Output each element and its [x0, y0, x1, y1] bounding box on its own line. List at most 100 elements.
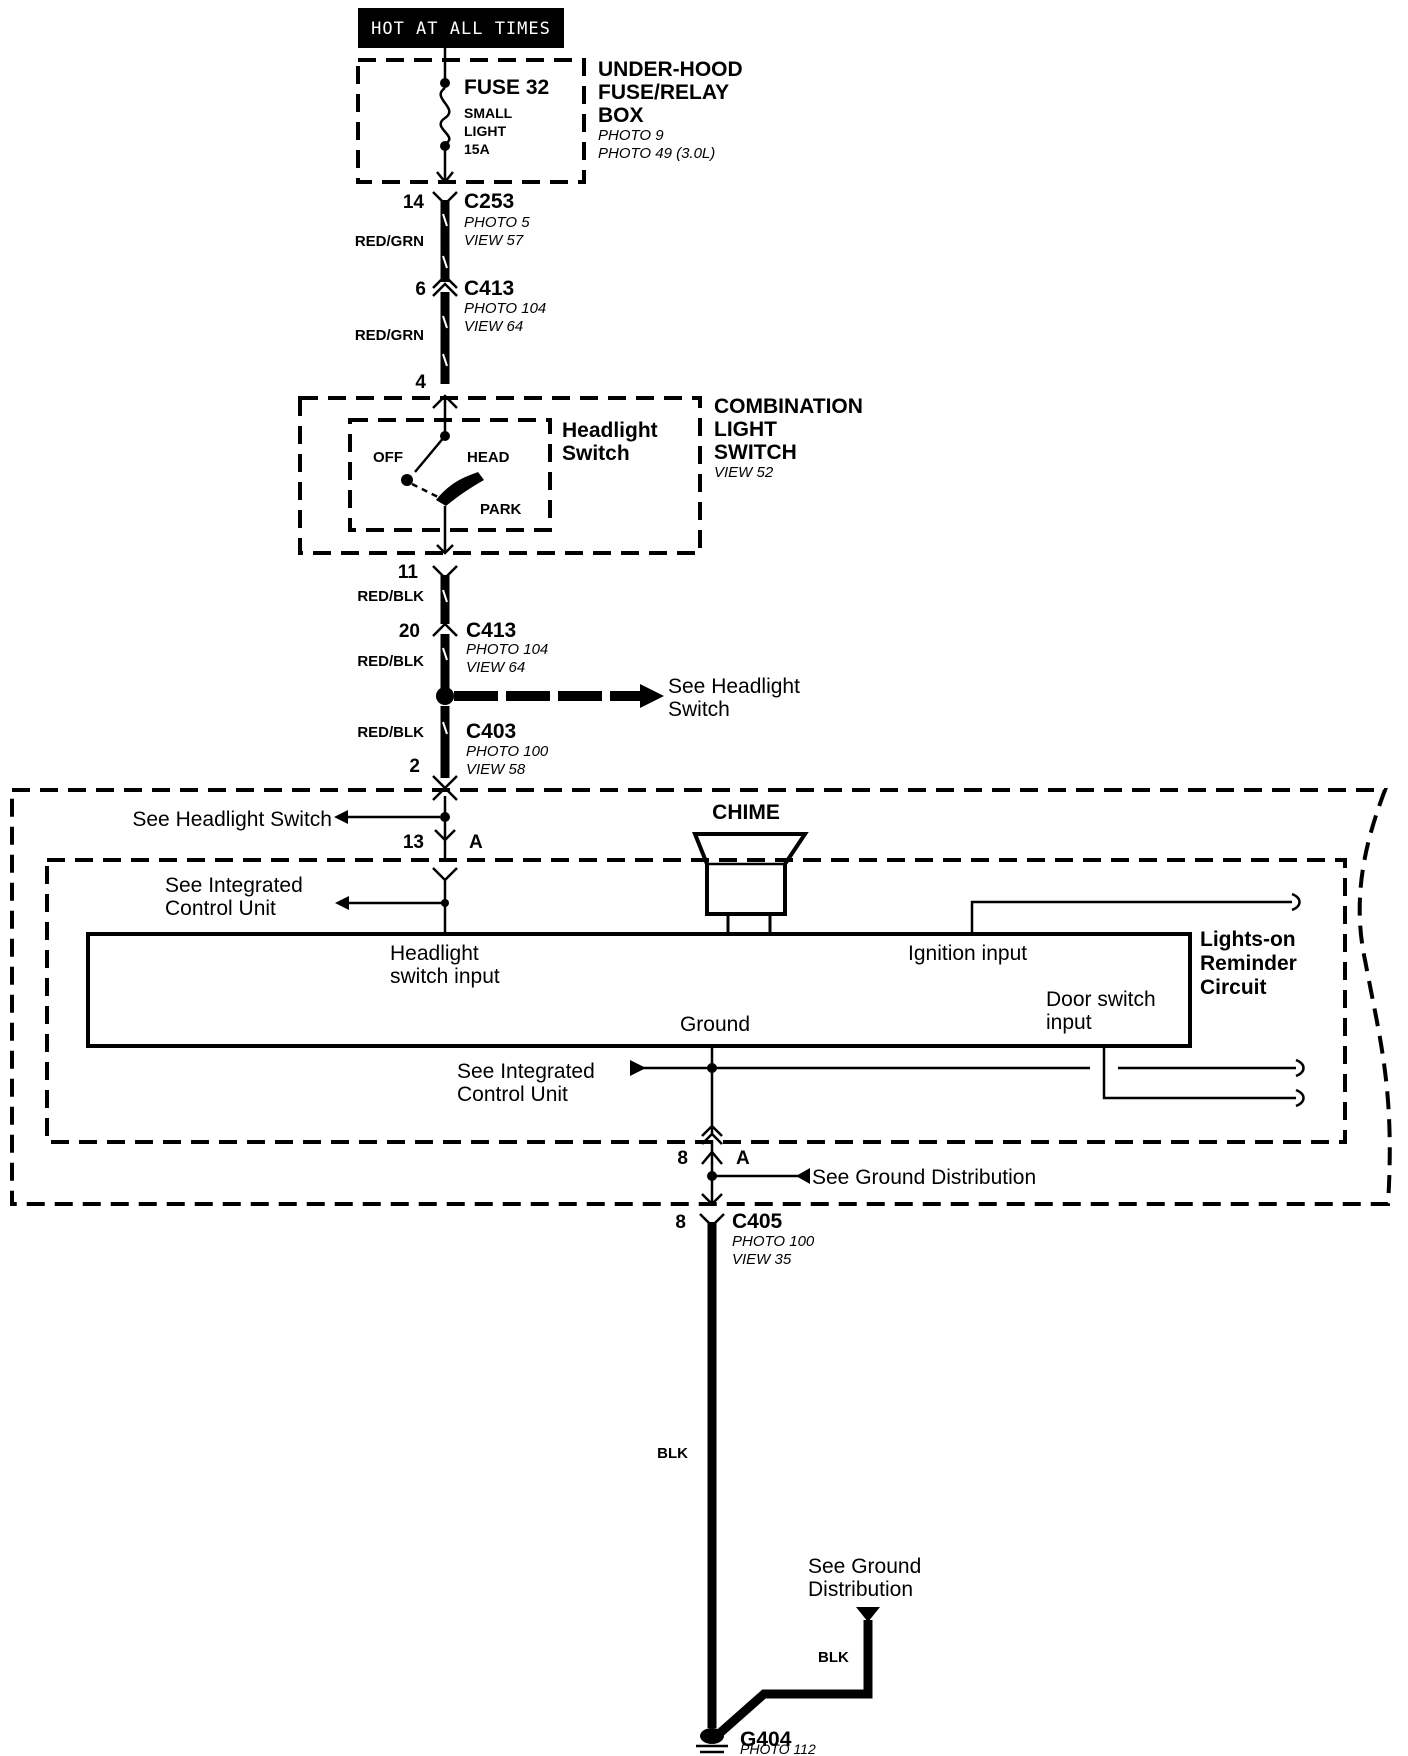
c253-view: VIEW 57 — [464, 232, 524, 249]
outer-ground-connector — [701, 1193, 723, 1206]
switch-output-pin: 11 — [398, 562, 419, 583]
chime-label: CHIME — [712, 801, 780, 824]
headlight-switch-label-2: Switch — [562, 442, 630, 465]
c405-pin: 8 — [675, 1212, 686, 1233]
wire-stripe — [442, 647, 448, 661]
combination-switch-title-1: COMBINATION — [714, 395, 863, 418]
fuse-symbol — [439, 86, 451, 146]
c403-view: VIEW 58 — [466, 761, 526, 778]
ignition-input-wire — [970, 900, 1292, 934]
c413-top-pin-in: 6 — [415, 279, 426, 300]
pin-13-arrow — [434, 829, 456, 842]
fuse-label-light: LIGHT — [464, 123, 506, 139]
switch-off-contact — [401, 474, 413, 486]
wire-color-red-blk-2: RED/BLK — [357, 653, 424, 670]
wire-stripe — [442, 255, 448, 269]
fuse-box-photo-1: PHOTO 9 — [598, 127, 664, 144]
pin-8-arrow — [701, 1150, 723, 1165]
ground-label: Ground — [680, 1013, 750, 1036]
ground-terminal — [700, 1728, 724, 1744]
switch-head-park-contact — [436, 472, 484, 506]
switch-travel-path — [411, 482, 441, 500]
wire-color-blk-branch: BLK — [818, 1649, 849, 1666]
c403-photo: PHOTO 100 — [466, 743, 549, 760]
lights-on-reminder-outline — [45, 858, 1347, 1144]
fuse-output-arrow — [436, 171, 454, 185]
c413-bottom-connector — [432, 622, 458, 637]
outer-unit-connector-top — [432, 786, 458, 801]
door-switch-input-label-1: Door switch — [1046, 988, 1156, 1011]
see-icu-bottom-arrow — [630, 1060, 646, 1076]
wire-color-red-blk-3: RED/BLK — [357, 724, 424, 741]
c403-name: C403 — [466, 720, 516, 743]
wire-color-red-grn-2: RED/GRN — [355, 327, 424, 344]
headlight-input-splice — [440, 812, 450, 822]
c405-photo: PHOTO 100 — [732, 1233, 815, 1250]
c253-name: C253 — [464, 190, 514, 213]
combination-light-switch-outline — [298, 396, 702, 555]
chime-speaker-icon — [692, 832, 809, 916]
g404-photo: PHOTO 112 — [740, 1741, 816, 1756]
hot-at-all-times-label: HOT AT ALL TIMES — [371, 19, 551, 39]
outer-unit-outline — [10, 788, 1392, 1206]
splice-ref-line1: See Headlight — [668, 675, 800, 698]
headlight-switch-input-label-2: switch input — [390, 965, 500, 988]
lights-on-reminder-label-2: Reminder — [1200, 952, 1297, 975]
switch-position-park: PARK — [480, 501, 522, 518]
see-icu-top-line2: Control Unit — [165, 897, 276, 920]
wire-stripe — [442, 589, 448, 603]
door-switch-wire — [1102, 1046, 1296, 1100]
combination-switch-view: VIEW 52 — [714, 464, 774, 481]
wire-stripe — [442, 721, 448, 735]
wire-color-red-blk-1: RED/BLK — [357, 588, 424, 605]
under-hood-fuse-box-outline — [356, 58, 586, 184]
fuse-box-photo-2: PHOTO 49 (3.0L) — [598, 145, 715, 162]
splice-ref-line2: Switch — [668, 698, 730, 721]
ground-ref-arrow — [856, 1607, 880, 1622]
c413-top-connector — [432, 274, 458, 297]
reminder-module-box — [86, 932, 1192, 1048]
c253-pin: 14 — [403, 192, 425, 213]
wire-blk-branch — [709, 1620, 873, 1744]
switch-position-off: OFF — [373, 449, 403, 466]
see-ground-distribution-label: See Ground Distribution — [812, 1166, 1036, 1189]
splice-point — [436, 687, 454, 705]
chime-connector — [726, 912, 772, 936]
switch-position-head: HEAD — [467, 449, 510, 466]
fuse-box-title-3: BOX — [598, 104, 644, 127]
connector-a-bottom: A — [736, 1148, 750, 1169]
g404-name: G404 — [740, 1728, 792, 1751]
ignition-break-symbol — [1291, 892, 1301, 912]
c413-top-name: C413 — [464, 277, 514, 300]
wire-stripe — [442, 213, 448, 227]
lights-on-reminder-label-3: Circuit — [1200, 976, 1267, 999]
door-switch-input-label-2: input — [1046, 1011, 1092, 1034]
headlight-switch-input-label-1: Headlight — [390, 942, 479, 965]
ground-inner-connector — [701, 1124, 723, 1145]
ground-break-symbol — [1295, 1058, 1305, 1078]
ground-ref-line1: See Ground — [808, 1555, 921, 1578]
door-switch-break-symbol — [1295, 1088, 1305, 1108]
c413-top-view: VIEW 64 — [464, 318, 523, 335]
see-headlight-switch-arrow — [334, 810, 348, 824]
c253-photo: PHOTO 5 — [464, 214, 530, 231]
fuse-name: FUSE 32 — [464, 76, 549, 99]
fuse-box-title-2: FUSE/RELAY — [598, 81, 729, 104]
combination-switch-title-2: LIGHT — [714, 418, 777, 441]
c413-bottom-name: C413 — [466, 619, 516, 642]
ignition-input-label: Ignition input — [908, 942, 1027, 965]
see-icu-top-line1: See Integrated — [165, 874, 303, 897]
see-ground-distribution-arrow — [796, 1168, 810, 1184]
see-icu-top-arrow — [335, 896, 349, 910]
c413-bottom-view: VIEW 64 — [466, 659, 525, 676]
see-icu-bottom-line1: See Integrated — [457, 1060, 595, 1083]
c403-pin: 2 — [409, 756, 420, 777]
headlight-switch-inner-outline — [348, 418, 552, 532]
combination-switch-title-3: SWITCH — [714, 441, 797, 464]
headlight-switch-label-1: Headlight — [562, 419, 658, 442]
c413-top-photo: PHOTO 104 — [464, 300, 546, 317]
wire-color-red-grn-1: RED/GRN — [355, 233, 424, 250]
switch-blade — [414, 435, 446, 473]
ground-ref-line2: Distribution — [808, 1578, 913, 1601]
